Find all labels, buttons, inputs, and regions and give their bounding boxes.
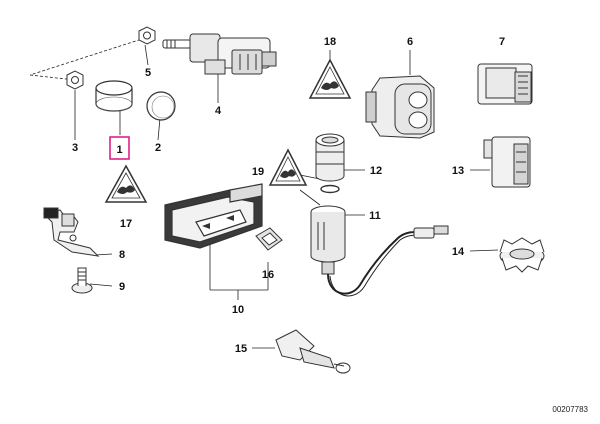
callout-18[interactable]: 18 [324,36,336,48]
hazard-switch-6[interactable] [365,75,435,139]
callout-labels: 1 2 3 4 5 6 7 8 9 10 11 12 13 14 15 16 1… [72,36,505,355]
callout-5[interactable]: 5 [145,67,151,79]
clip-ring-14[interactable] [499,237,545,273]
callout-1[interactable]: 1 [116,144,122,156]
warning-triangle-label-17[interactable] [104,164,148,203]
switch-cap-1[interactable] [95,80,133,112]
lighter-socket-11[interactable] [310,205,449,297]
callout-11[interactable]: 11 [369,210,381,222]
warning-triangle-label-18[interactable] [308,58,352,99]
brake-switch-4[interactable] [162,33,277,75]
callout-13[interactable]: 13 [452,165,464,177]
switch-block-7[interactable] [477,63,533,105]
callout-2[interactable]: 2 [155,142,161,154]
bracket-clip-8[interactable] [43,207,100,257]
switch-13[interactable] [483,136,531,188]
selected-callout-highlight [109,136,130,160]
hex-nut-5[interactable] [138,26,156,45]
callout-7[interactable]: 7 [499,36,505,48]
callout-19[interactable]: 19 [252,166,264,178]
callout-16[interactable]: 16 [262,269,274,281]
callout-8[interactable]: 8 [119,249,125,261]
window-switch-10[interactable] [164,183,263,249]
callout-12[interactable]: 12 [370,165,382,177]
connector-15[interactable] [275,329,351,374]
hex-nut-3[interactable] [66,70,84,90]
callout-17[interactable]: 17 [120,218,132,230]
screw-9[interactable] [71,267,93,294]
callout-9[interactable]: 9 [119,281,125,293]
round-cover-2[interactable] [146,91,176,121]
callout-4[interactable]: 4 [215,105,222,117]
callout-15[interactable]: 15 [235,343,247,355]
callout-10[interactable]: 10 [232,304,244,316]
square-button-cap-16[interactable] [255,227,283,251]
callout-6[interactable]: 6 [407,36,413,48]
lighter-insert-12[interactable] [315,133,345,194]
document-number: 00207783 [552,405,588,414]
callout-3[interactable]: 3 [72,142,78,154]
leader-lines [29,37,499,349]
warning-triangle-label-19[interactable] [268,148,308,186]
callout-14[interactable]: 14 [452,246,465,258]
